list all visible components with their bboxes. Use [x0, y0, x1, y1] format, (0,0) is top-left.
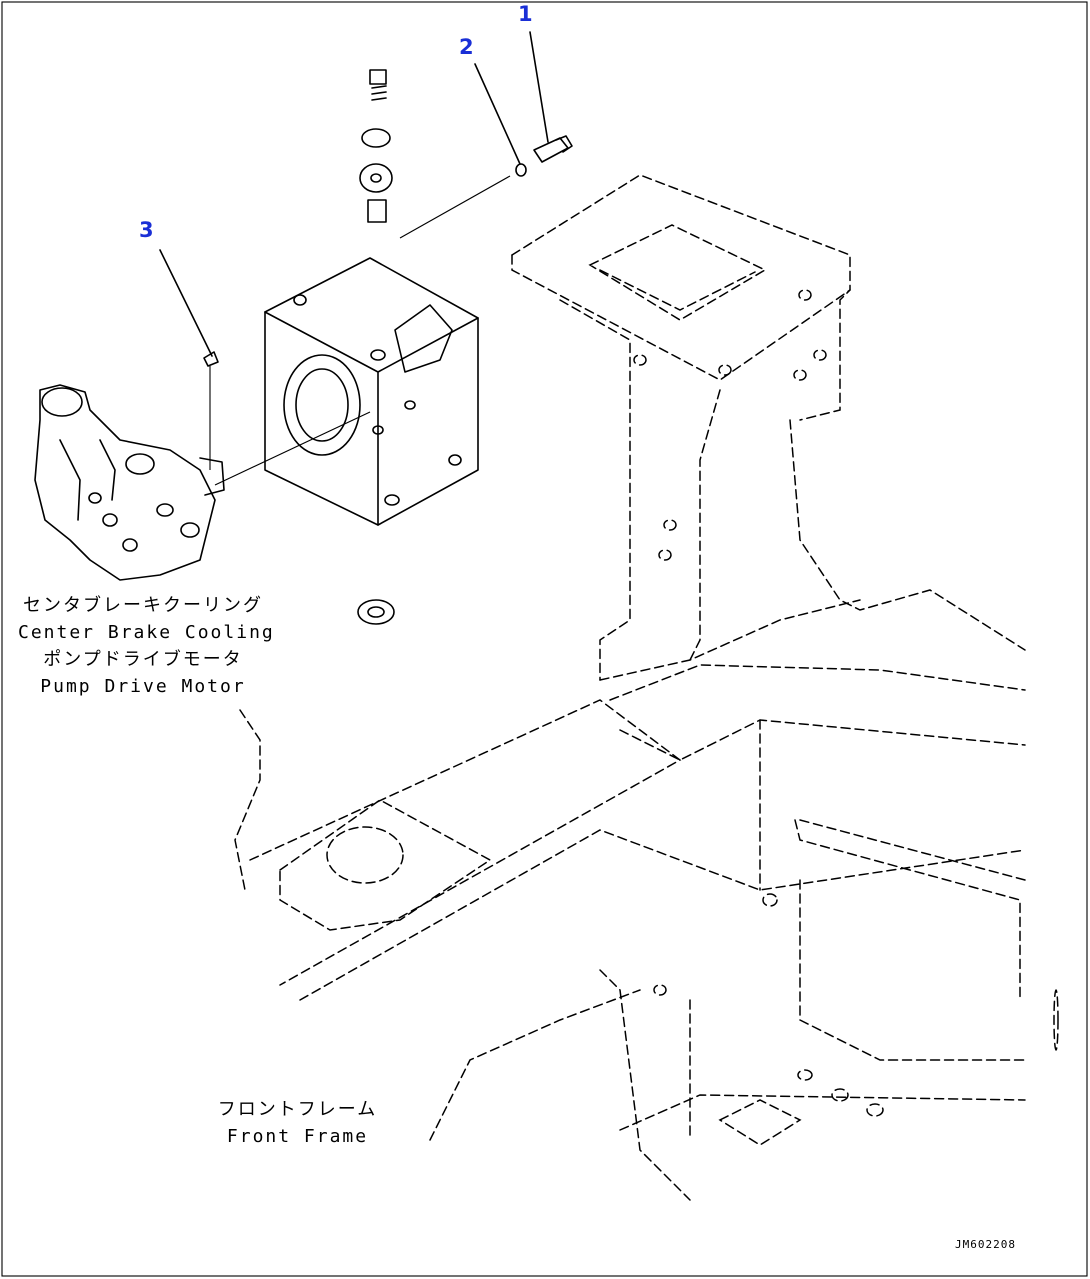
callout-2[interactable]: 2: [459, 35, 474, 59]
clip-part-3: [203, 351, 219, 470]
assembly-line-bolt: [399, 175, 511, 239]
pump-label-en-1: Center Brake Cooling: [18, 622, 275, 643]
callout-3[interactable]: 3: [139, 218, 154, 242]
document-id: JM602208: [955, 1238, 1016, 1251]
leader-line-2: [474, 63, 521, 165]
pump-label-jp-2: ポンプドライブモータ: [43, 649, 243, 670]
front-frame-label: フロントフレーム Front Frame: [205, 1096, 390, 1150]
pump-bracket: [264, 257, 479, 526]
pump-drive-motor-label: センタブレーキクーリング Center Brake Cooling ポンプドライ…: [18, 592, 275, 700]
frame-label-en: Front Frame: [226, 1126, 369, 1147]
pump-label-en-2: Pump Drive Motor: [40, 676, 246, 697]
pump-drive-motor: [34, 384, 371, 581]
mount-stack: [357, 69, 395, 625]
bolt-part-1: [533, 135, 573, 163]
leader-line-1: [529, 31, 549, 143]
pump-label-jp-1: センタブレーキクーリング: [23, 595, 263, 616]
leader-line-3: [159, 249, 213, 357]
frame-label-jp: フロントフレーム: [217, 1099, 378, 1120]
callout-1[interactable]: 1: [518, 2, 533, 26]
washer-part-2: [515, 163, 527, 177]
front-frame-outline: [234, 174, 1059, 1201]
